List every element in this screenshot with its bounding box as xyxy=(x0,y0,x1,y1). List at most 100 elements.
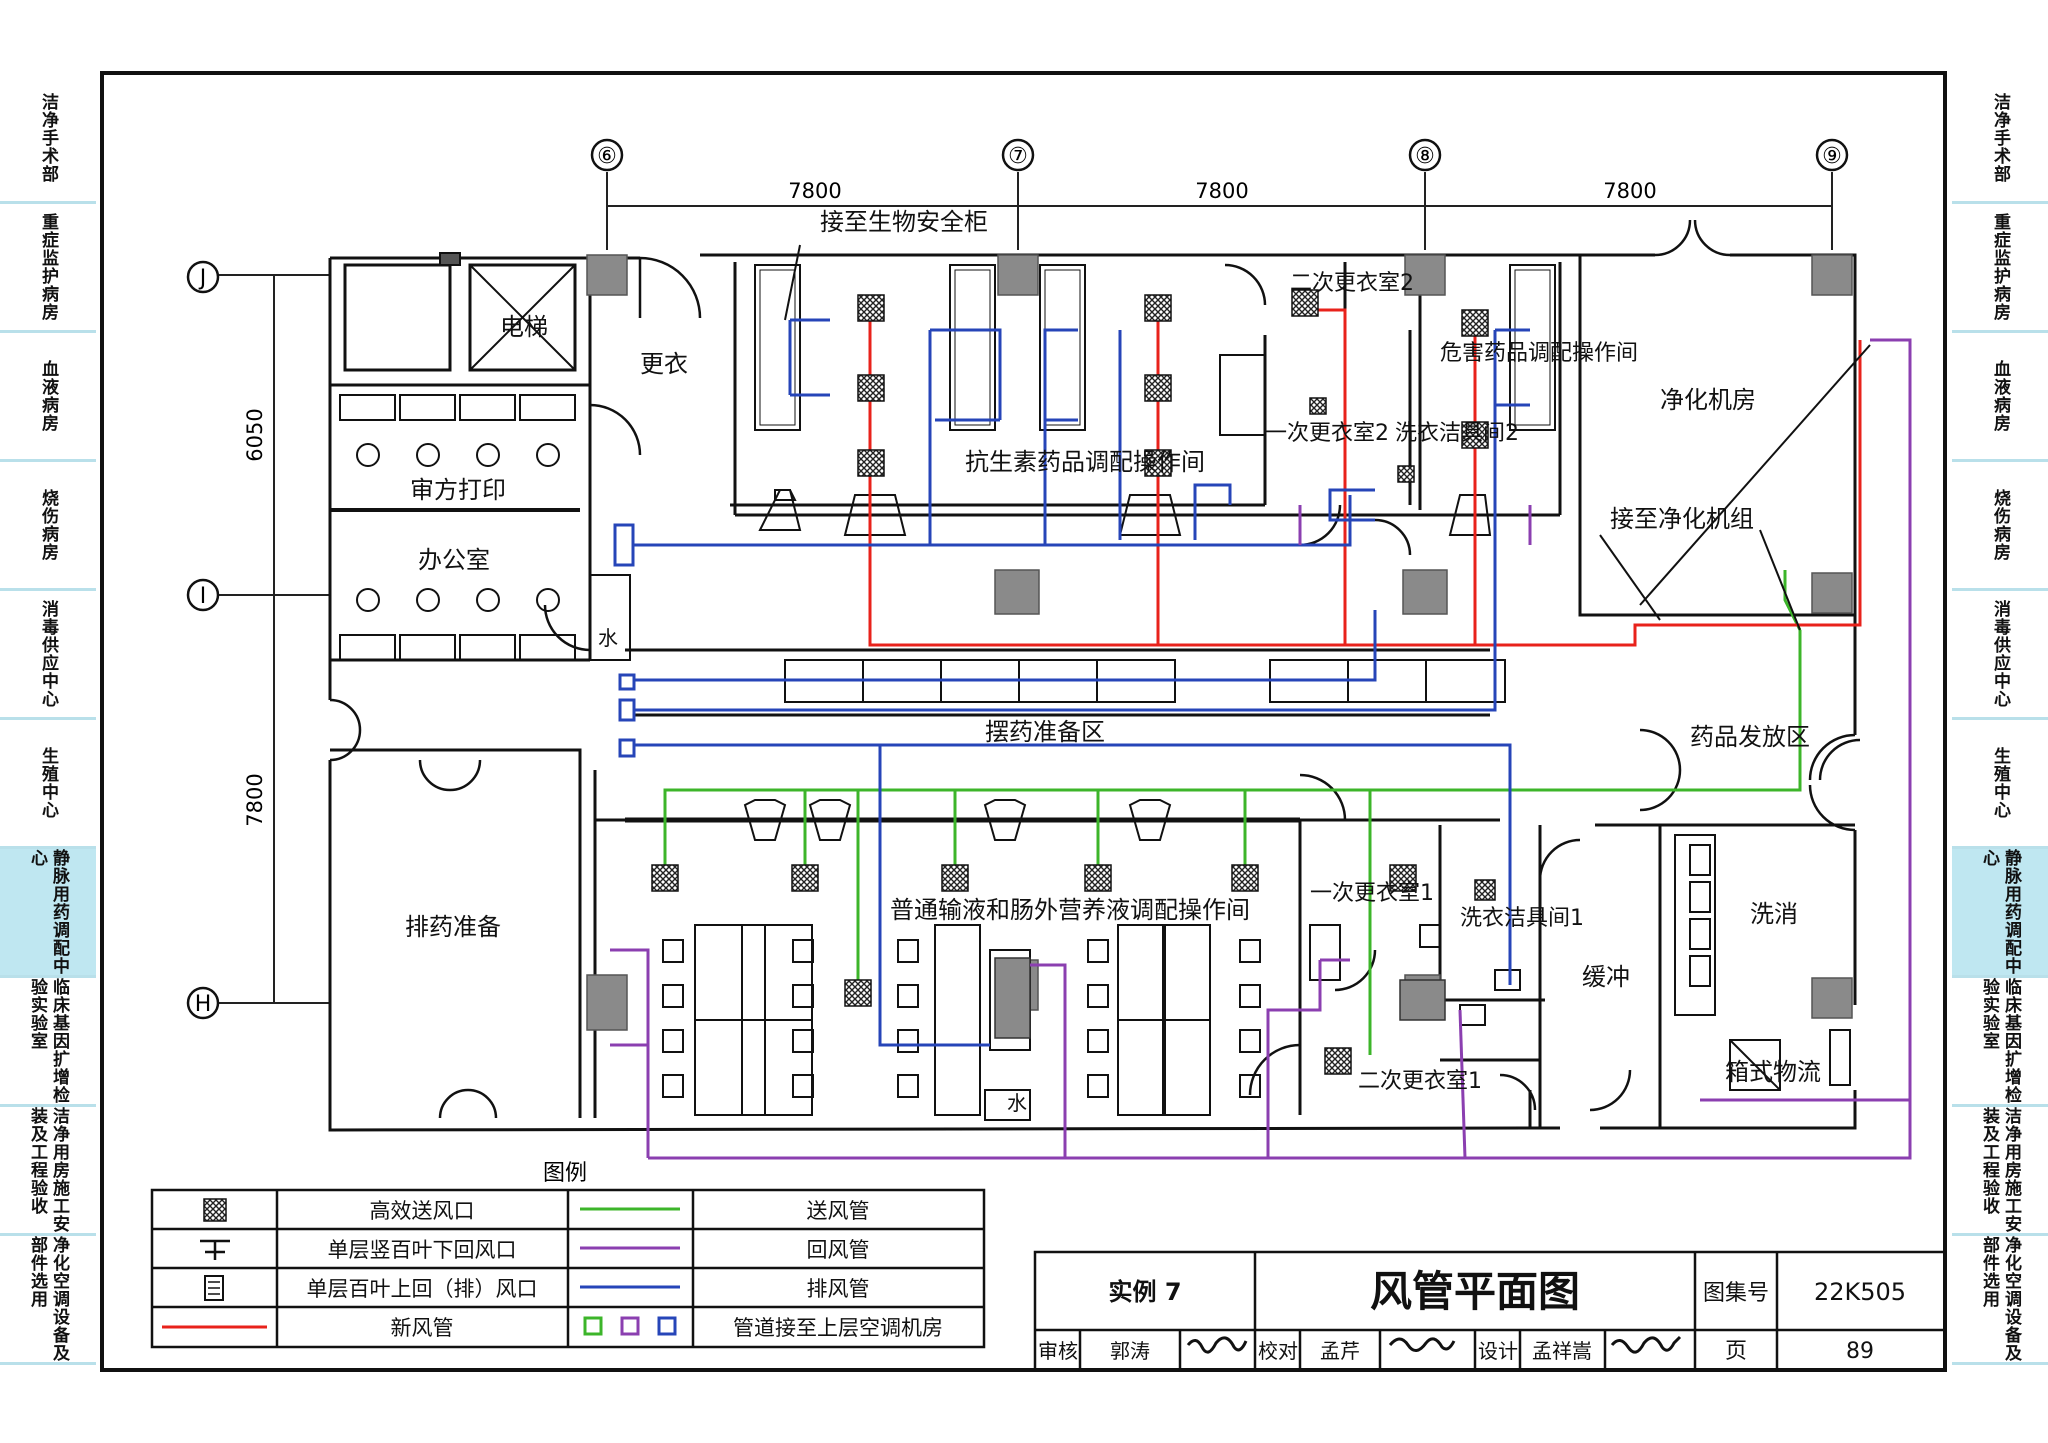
tab-label: 生殖中心 xyxy=(38,747,58,819)
title-atlas-label: 图集号 xyxy=(1703,1281,1769,1306)
title-reviewer: 郭涛 xyxy=(1110,1339,1150,1363)
axis-bubble-6 xyxy=(590,138,624,172)
right-tab-2[interactable]: 血液病房 xyxy=(1952,333,2048,462)
axis-bubble-8 xyxy=(1408,138,1442,172)
left-tab-8[interactable]: 洁净用房施工安装及工程验收 xyxy=(0,1107,96,1236)
drawing-frame xyxy=(100,71,1947,1372)
room-hazardous: 危害药品调配操作间 xyxy=(1440,341,1638,366)
axis-label-6: ⑥ xyxy=(597,144,617,169)
axis-bubble-H xyxy=(186,986,220,1020)
axis-label-8: ⑧ xyxy=(1415,144,1435,169)
axis-bubble-J xyxy=(186,260,220,294)
room-wash-2: 洗衣洁具间2 xyxy=(1395,421,1519,446)
tab-label: 重症监护病房 xyxy=(1990,213,2010,321)
room-office: 办公室 xyxy=(418,546,490,574)
right-tab-7[interactable]: 临床基因扩增检验实验室 xyxy=(1952,978,2048,1107)
tab-label: 血液病房 xyxy=(38,360,58,432)
dim-col-2: 7800 xyxy=(1195,179,1248,203)
room-general: 普通输液和肠外营养液调配操作间 xyxy=(890,896,1250,924)
tab-label: 洁净手术部 xyxy=(1990,93,2010,183)
axis-bubble-I xyxy=(186,578,220,612)
legend-title: 图例 xyxy=(543,1161,587,1186)
label-to-purification-unit: 接至净化机组 xyxy=(1610,505,1754,533)
title-review-label: 审核 xyxy=(1038,1339,1078,1363)
label-to-biosafety: 接至生物安全柜 xyxy=(820,208,988,236)
dim-row-2: 7800 xyxy=(243,773,267,826)
left-tab-0[interactable]: 洁净手术部 xyxy=(0,75,96,204)
room-second-change-2: 二次更衣室2 xyxy=(1290,271,1414,296)
tab-label: 静脉用药调配中心 xyxy=(27,849,69,975)
tab-label: 消毒供应中心 xyxy=(38,600,58,708)
left-tab-5[interactable]: 生殖中心 xyxy=(0,720,96,849)
tab-label: 洁净用房施工安装及工程验收 xyxy=(1979,1107,2021,1233)
room-wash-1: 洗衣洁具间1 xyxy=(1460,906,1584,931)
right-tab-6[interactable]: 静脉用药调配中心 xyxy=(1952,849,2048,978)
right-side-tabs: 洁净手术部重症监护病房血液病房烧伤病房消毒供应中心生殖中心静脉用药调配中心临床基… xyxy=(1952,75,2048,1365)
legend-exhaust-label: 排风管 xyxy=(807,1277,870,1301)
legend-hepa-label: 高效送风口 xyxy=(370,1199,475,1223)
tab-label: 临床基因扩增检验实验室 xyxy=(1979,978,2021,1104)
tab-label: 洁净手术部 xyxy=(38,93,58,183)
right-tab-0[interactable]: 洁净手术部 xyxy=(1952,75,2048,204)
legend-fresh-label: 新风管 xyxy=(391,1316,454,1340)
room-buffer: 缓冲 xyxy=(1582,963,1630,991)
tab-label: 重症监护病房 xyxy=(38,213,58,321)
title-design-label: 设计 xyxy=(1478,1339,1518,1363)
room-water-1: 水 xyxy=(598,626,618,650)
right-tab-4[interactable]: 消毒供应中心 xyxy=(1952,591,2048,720)
axis-label-J: J xyxy=(198,266,207,291)
tab-label: 净化空调设备及部件选用 xyxy=(1979,1236,2021,1362)
room-purification: 净化机房 xyxy=(1660,386,1756,414)
title-checker: 孟芹 xyxy=(1320,1339,1360,1363)
room-prescription-print: 审方打印 xyxy=(410,476,506,504)
title-page-label: 页 xyxy=(1725,1339,1747,1364)
left-tab-1[interactable]: 重症监护病房 xyxy=(0,204,96,333)
legend-return-vent-label: 单层竖百叶下回风口 xyxy=(328,1238,517,1262)
room-dispensing-area: 药品发放区 xyxy=(1690,723,1810,751)
room-elevator: 电梯 xyxy=(500,313,548,341)
right-tab-3[interactable]: 烧伤病房 xyxy=(1952,462,2048,591)
legend-exhaust-vent-label: 单层百叶上回（排）风口 xyxy=(307,1277,538,1301)
room-wash-disinfect: 洗消 xyxy=(1750,900,1798,928)
title-designer: 孟祥嵩 xyxy=(1532,1339,1592,1363)
left-tab-9[interactable]: 净化空调设备及部件选用 xyxy=(0,1236,96,1365)
left-tab-3[interactable]: 烧伤病房 xyxy=(0,462,96,591)
dim-row-1: 6050 xyxy=(243,408,267,461)
axis-bubble-9 xyxy=(1815,138,1849,172)
axis-bubble-7 xyxy=(1001,138,1035,172)
right-tab-5[interactable]: 生殖中心 xyxy=(1952,720,2048,849)
right-tab-9[interactable]: 净化空调设备及部件选用 xyxy=(1952,1236,2048,1365)
exhaust-duct xyxy=(623,318,1530,1047)
title-page-no: 89 xyxy=(1846,1339,1874,1364)
left-tab-7[interactable]: 临床基因扩增检验实验室 xyxy=(0,978,96,1107)
signatures xyxy=(1186,1335,1682,1354)
left-side-tabs: 洁净手术部重症监护病房血液病房烧伤病房消毒供应中心生殖中心静脉用药调配中心临床基… xyxy=(0,75,96,1365)
title-example: 实例 7 xyxy=(1108,1278,1181,1306)
left-tab-2[interactable]: 血液病房 xyxy=(0,333,96,462)
tab-label: 净化空调设备及部件选用 xyxy=(27,1236,69,1362)
right-tab-8[interactable]: 洁净用房施工安装及工程验收 xyxy=(1952,1107,2048,1236)
room-second-change-1: 二次更衣室1 xyxy=(1358,1069,1482,1094)
dim-col-1: 7800 xyxy=(788,179,841,203)
axis-label-9: ⑨ xyxy=(1822,144,1842,169)
axis-label-I: I xyxy=(200,584,207,609)
title-atlas-no: 22K505 xyxy=(1814,1278,1906,1306)
room-box-logistics: 箱式物流 xyxy=(1725,1058,1821,1086)
legend-upper-floor-label: 管道接至上层空调机房 xyxy=(733,1316,943,1340)
left-tab-4[interactable]: 消毒供应中心 xyxy=(0,591,96,720)
right-tab-1[interactable]: 重症监护病房 xyxy=(1952,204,2048,333)
return-duct xyxy=(610,338,1912,1160)
left-tab-6[interactable]: 静脉用药调配中心 xyxy=(0,849,96,978)
supply-duct xyxy=(663,570,1802,1055)
room-dispensing-prep: 排药准备 xyxy=(405,913,501,941)
tab-label: 烧伤病房 xyxy=(1990,489,2010,561)
legend-return-label: 回风管 xyxy=(807,1238,870,1262)
legend-table xyxy=(150,1188,986,1349)
title-block xyxy=(1033,1250,1947,1372)
tab-label: 生殖中心 xyxy=(1990,747,2010,819)
tab-label: 血液病房 xyxy=(1990,360,2010,432)
legend-symbols xyxy=(162,1198,680,1336)
tab-label: 静脉用药调配中心 xyxy=(1979,849,2021,975)
room-first-change-1: 一次更衣室1 xyxy=(1310,881,1434,906)
